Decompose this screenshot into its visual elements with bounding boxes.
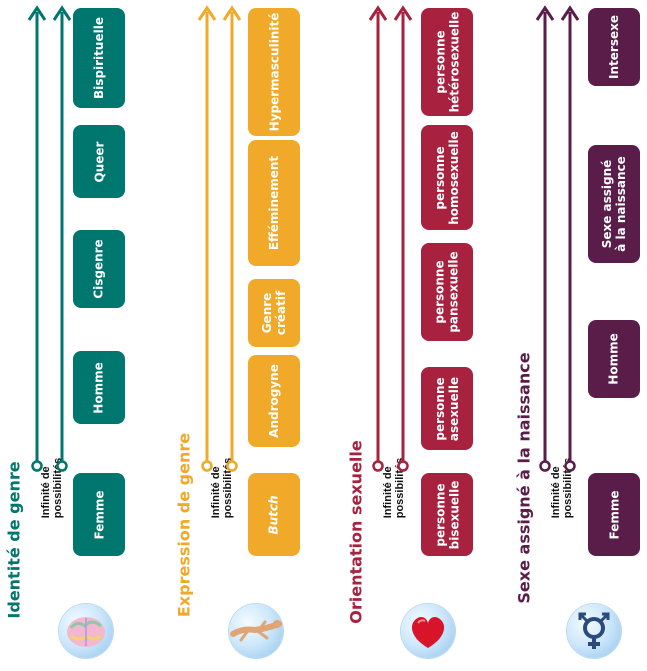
pill-femme-naissance: Femme [588, 473, 640, 556]
pill-sexe-assigne-naissance: Sexe assigné à la naissance [588, 145, 640, 263]
column-identite-de-genre: Identité de genre Infinité de possibilit… [0, 0, 160, 671]
column-expression-de-genre: Expression de genre Infinité de possibil… [175, 8, 300, 658]
brain-icon [59, 604, 113, 658]
pill-effeminement: Efféminement [248, 140, 300, 266]
pill-androgyne: Androgyne [248, 355, 300, 447]
pill-homme: Homme [73, 351, 125, 424]
column-orientation-sexuelle: Orientation sexuelle Infinité de possibi… [347, 8, 473, 658]
pill-intersexe: Intersexe [588, 8, 640, 86]
pill-personne-pansexuelle: personne pansexuelle [421, 243, 473, 341]
pill-butch: Butch [248, 473, 300, 556]
pill-cisgenre: Cisgenre [73, 230, 125, 308]
pill-femme: Femme [73, 473, 125, 556]
pill-personne-heterosexuelle: personne hétérosexuelle [421, 8, 473, 116]
pill-homme-naissance: Homme [588, 320, 640, 398]
pill-bispirituelle: Bispirituelle [73, 8, 125, 108]
pill-queer: Queer [73, 125, 125, 198]
pill-personne-asexuelle: personne asexuelle [421, 367, 473, 450]
pill-genre-creatif: Genre créatif [248, 279, 300, 347]
body-silhouette-icon [229, 604, 283, 658]
heart-icon [401, 604, 455, 658]
arrows-identite [27, 5, 72, 472]
pill-personne-bisexuelle: personne bisexuelle [421, 473, 473, 556]
arrows-sexe [535, 5, 580, 472]
pill-personne-homosexuelle: personne homosexuelle [421, 125, 473, 230]
arrows-orientation [368, 5, 413, 472]
gender-symbol-icon [567, 604, 621, 658]
arrows-expression [197, 5, 242, 472]
pill-hypermasculinite: Hypermasculinité [248, 8, 300, 136]
